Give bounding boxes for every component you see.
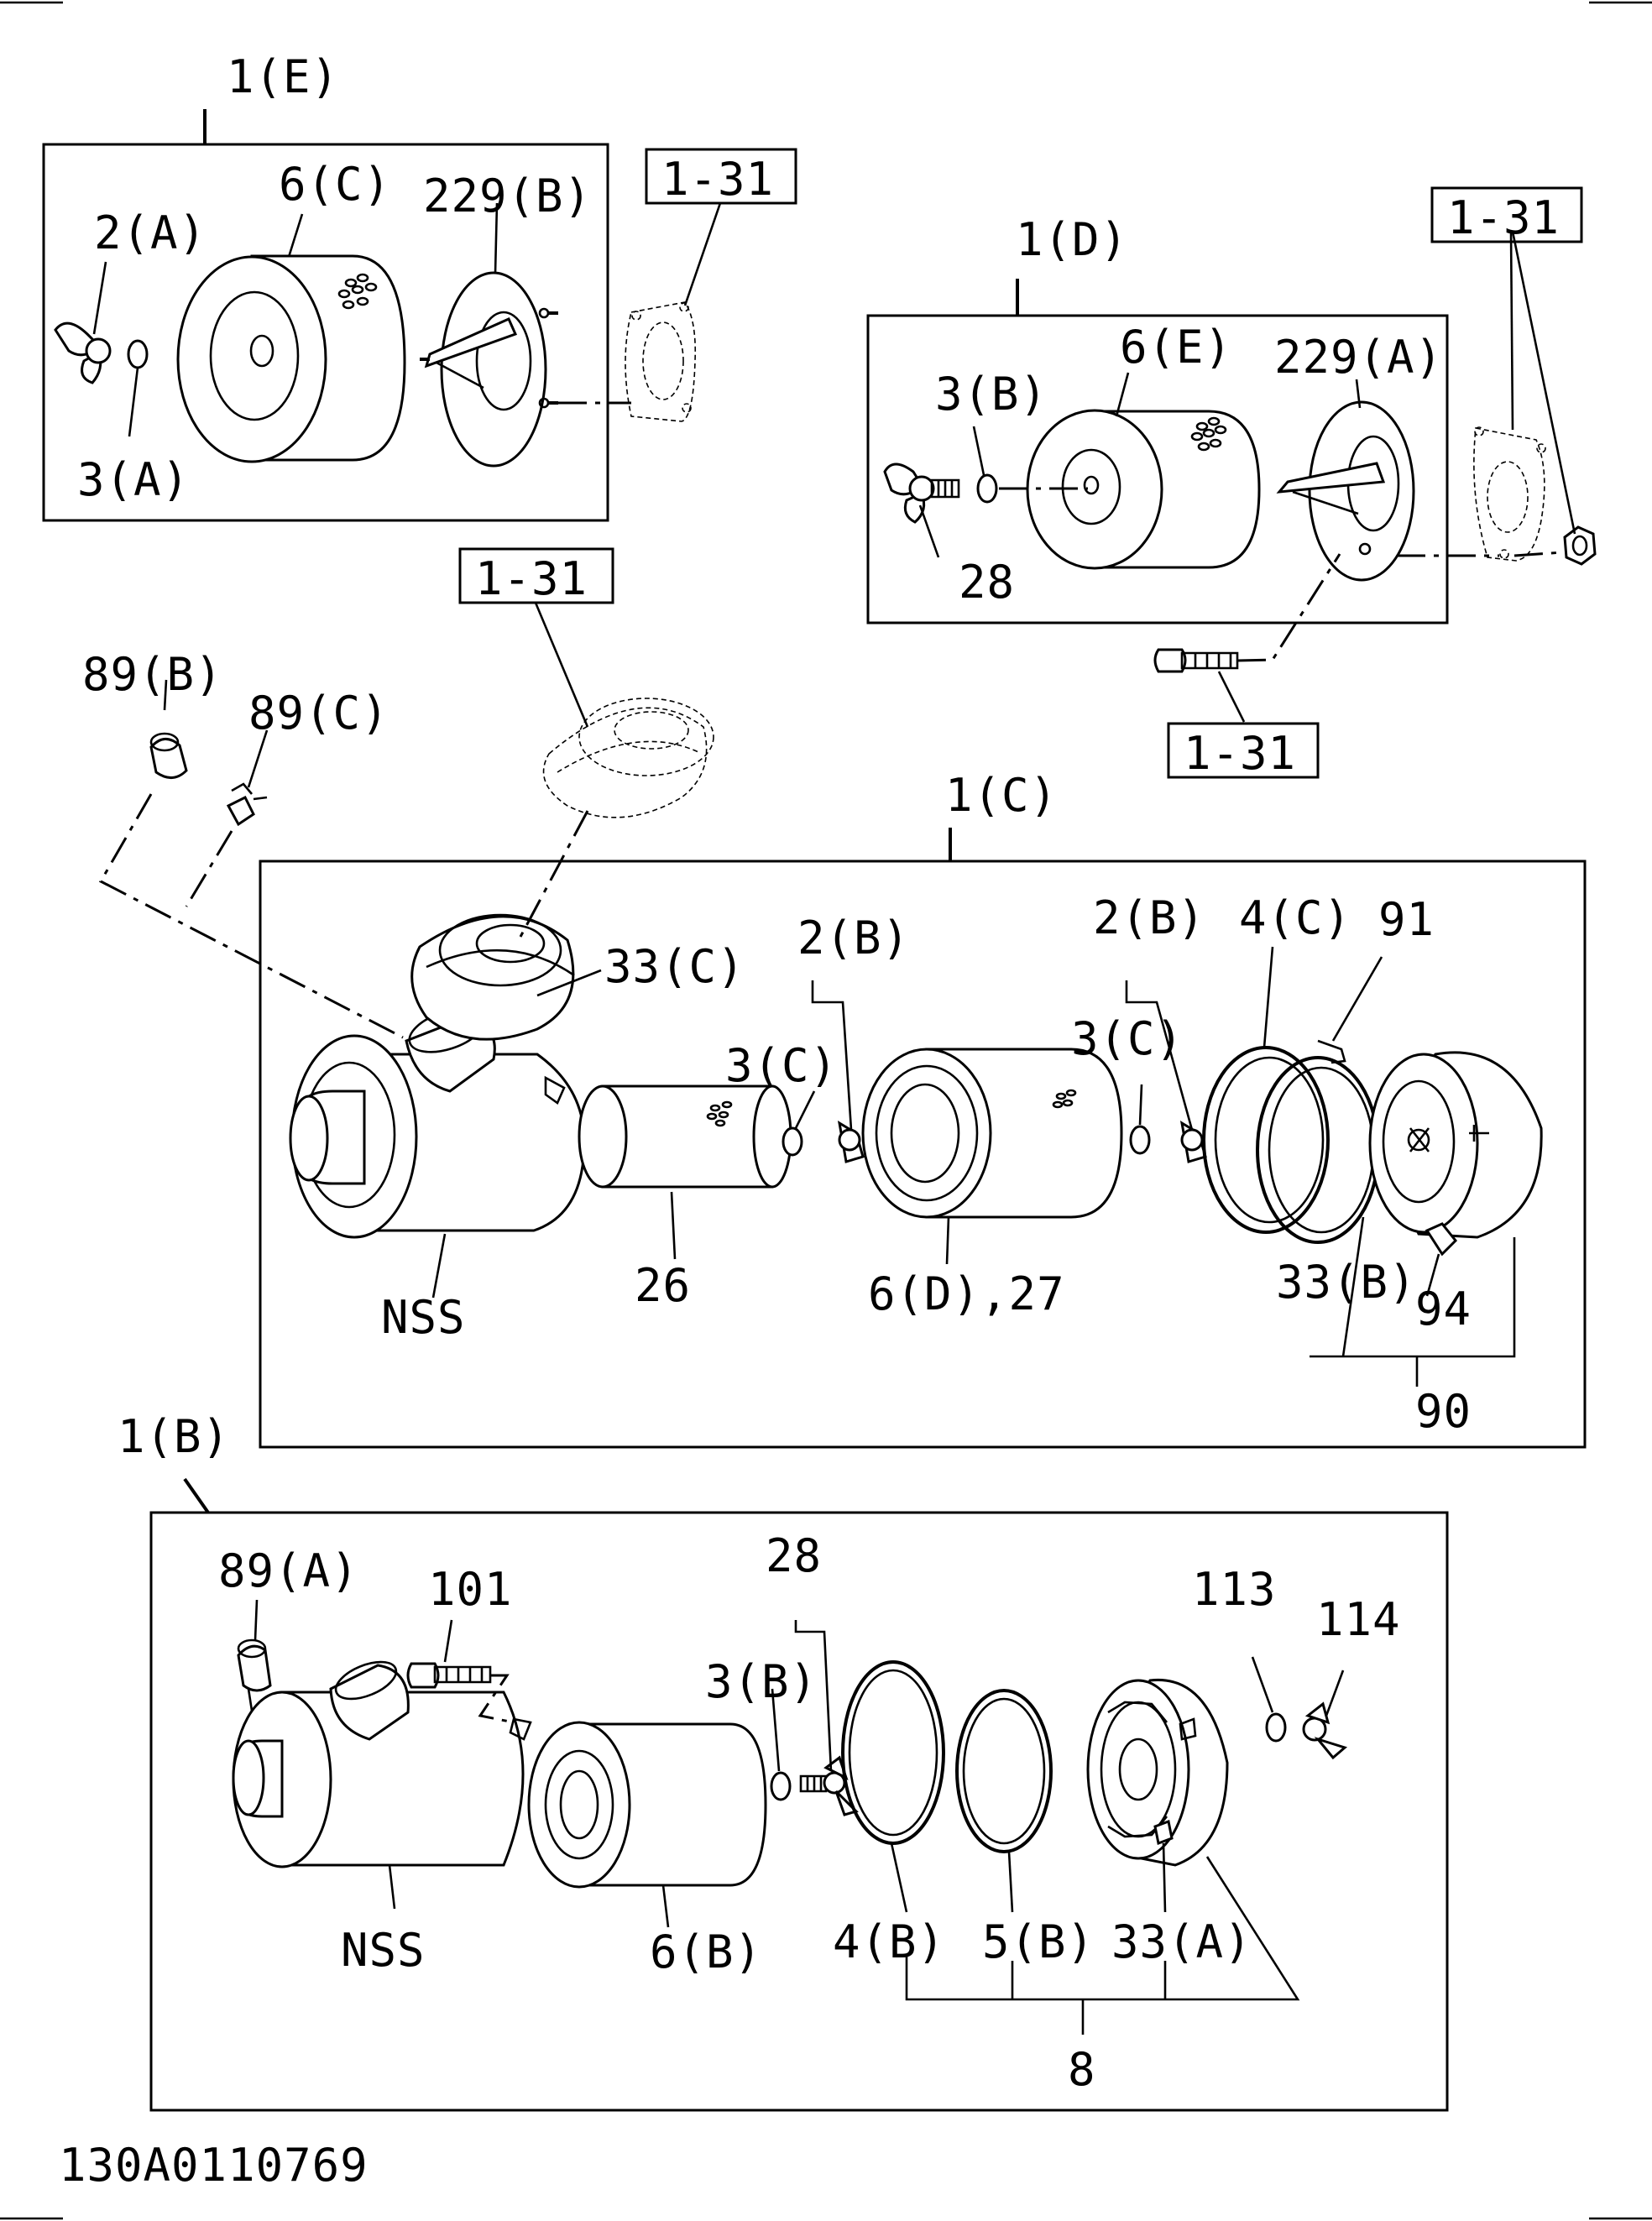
label-3b-d: 3(B) (935, 368, 1048, 421)
label-26: 26 (635, 1259, 691, 1312)
label-229b: 229(B) (423, 170, 592, 222)
diagram-code: 130A0110769 (59, 2139, 369, 2192)
callout-labels: 1(E) 2(A) 6(C) 229(B) 3(A) 1-31 1(D) 3(B… (59, 50, 1560, 2192)
washer-3c-1 (782, 1126, 803, 1157)
label-28-d: 28 (959, 556, 1015, 609)
label-6b: 6(B) (650, 1926, 762, 1978)
washer-113 (1265, 1712, 1287, 1743)
label-33a: 33(A) (1111, 1915, 1252, 1968)
label-group-1d: 1(D) (1016, 213, 1128, 266)
label-4b: 4(B) (833, 1915, 945, 1968)
label-6c: 6(C) (279, 158, 391, 211)
label-89a: 89(A) (218, 1544, 359, 1597)
label-6d-27: 6(D),27 (868, 1267, 1065, 1320)
label-group-1c: 1(C) (945, 769, 1058, 822)
clamp-91 (1256, 1039, 1380, 1244)
filter-6c (176, 254, 406, 463)
label-94: 94 (1415, 1283, 1472, 1335)
wing-nut-2a (54, 321, 112, 384)
gasket-1-31-e (625, 301, 697, 422)
filter-6d-27 (861, 1048, 1123, 1219)
label-nss-c: NSS (381, 1291, 466, 1344)
wing-nut-28-b (799, 1755, 859, 1816)
label-89b: 89(B) (82, 648, 223, 701)
valve-94 (1425, 1222, 1458, 1257)
wing-nut-114 (1302, 1701, 1348, 1760)
label-33b: 33(B) (1276, 1256, 1417, 1309)
group-1e-frame (42, 143, 609, 522)
washer-3b-b (770, 1771, 792, 1801)
label-ref-1-31-cap: 1-31 (475, 552, 588, 605)
group-1d (866, 186, 1597, 779)
cover-33c (410, 913, 575, 1041)
group-1c-frame (259, 860, 1587, 1449)
label-5b: 5(B) (982, 1915, 1095, 1968)
housing-nss-b (232, 1660, 532, 1868)
housing-nss-c (289, 1008, 586, 1239)
label-3a: 3(A) (77, 453, 190, 506)
group-1c (259, 810, 1587, 1449)
label-group-1b: 1(B) (118, 1410, 230, 1463)
label-3c-2: 3(C) (1071, 1012, 1184, 1065)
wing-nut-2b-2 (1179, 1121, 1207, 1163)
group-1b (149, 1477, 1449, 2112)
label-229a: 229(A) (1274, 331, 1443, 384)
end-cover-33a (1086, 1678, 1229, 1867)
indicator-89b (149, 732, 188, 779)
washer-3b-d (976, 473, 998, 504)
label-nss-b: NSS (341, 1924, 426, 1977)
fitting-89c (226, 782, 268, 827)
label-ref-1-31-bolt: 1-31 (1184, 727, 1296, 780)
bolt-1-31-d (1153, 648, 1239, 673)
gasket-1-31-d (1473, 426, 1546, 562)
inner-element-26 (578, 1084, 792, 1189)
label-114: 114 (1316, 1593, 1401, 1646)
label-6e: 6(E) (1120, 321, 1232, 374)
wing-nut-28-d (883, 462, 960, 524)
nut-1-31-d (1563, 525, 1597, 566)
label-2a: 2(A) (94, 206, 206, 259)
label-3c-1: 3(C) (725, 1039, 838, 1092)
label-group-1e: 1(E) (227, 50, 339, 103)
filter-6b (527, 1721, 767, 1889)
label-8: 8 (1068, 2043, 1096, 2096)
label-28-b: 28 (766, 1529, 822, 1582)
group-1e (42, 109, 797, 522)
end-cover-33b (1368, 1051, 1543, 1239)
label-33c: 33(C) (604, 940, 745, 993)
group-1d-frame (866, 314, 1449, 624)
label-89c: 89(C) (248, 687, 389, 739)
label-91: 91 (1378, 893, 1435, 946)
cover-229b (420, 271, 558, 468)
label-ref-1-31-e: 1-31 (661, 153, 774, 206)
label-ref-1-31-d: 1-31 (1447, 191, 1560, 244)
group-1b-frame (149, 1511, 1449, 2112)
washer-3c-2 (1129, 1125, 1151, 1155)
o-ring-4b (841, 1660, 945, 1845)
washer-3a (127, 339, 149, 369)
label-2b-1: 2(B) (797, 912, 910, 964)
label-2b-2: 2(B) (1093, 891, 1205, 944)
cover-229a (1276, 400, 1415, 582)
indicator-89a (237, 1638, 272, 1711)
o-ring-4c (1202, 1046, 1330, 1234)
bolt-101 (406, 1662, 492, 1689)
precleaner-cap-1-31 (458, 547, 714, 818)
label-3b-b: 3(B) (705, 1655, 818, 1708)
label-4c: 4(C) (1239, 891, 1351, 944)
label-90: 90 (1415, 1385, 1472, 1438)
label-101: 101 (428, 1563, 513, 1616)
o-ring-5b (955, 1689, 1053, 1853)
label-113: 113 (1192, 1563, 1277, 1616)
filter-6e (1026, 409, 1261, 570)
